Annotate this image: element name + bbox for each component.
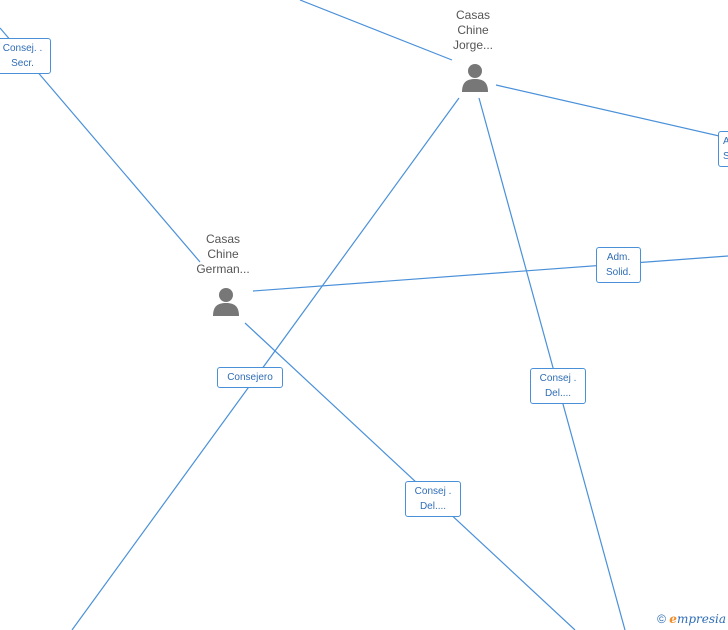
person-icon[interactable] xyxy=(459,61,491,93)
role-box-consejero[interactable]: Consejero xyxy=(217,367,283,388)
brand-name: mpresia xyxy=(676,612,726,626)
edge-jorge-to-bottom-left xyxy=(71,97,460,630)
brand-initial: e xyxy=(669,612,677,626)
person-name-line: German... xyxy=(196,262,250,276)
role-box-adm-solid[interactable]: Adm. Solid. xyxy=(596,247,641,283)
role-label-line: Secr. xyxy=(11,58,34,69)
edge-top-to-jorge xyxy=(299,0,453,61)
person-name-line: Casas xyxy=(205,232,240,246)
edge-german-to-bottom xyxy=(244,322,576,630)
role-label-line: Consejero xyxy=(227,372,273,383)
role-label-line: Del.... xyxy=(544,388,572,399)
role-label-line: Solid. xyxy=(605,267,631,278)
edge-jorge-to-bottom-right xyxy=(478,97,626,630)
role-box-right-edge[interactable]: A S xyxy=(718,131,728,167)
edge-jorge-to-right-role xyxy=(495,84,728,139)
edge-german-to-right xyxy=(252,255,728,292)
role-label-line: S xyxy=(723,151,728,162)
role-box-consej-del[interactable]: Consej . Del.... xyxy=(530,368,586,404)
role-label-line: Consej. . xyxy=(2,43,43,54)
person-name-line: Chine xyxy=(457,23,489,37)
role-box-consej-del[interactable]: Consej . Del.... xyxy=(405,481,461,517)
brand-logo: empresia xyxy=(669,612,726,626)
role-label-line: Adm. xyxy=(606,252,631,263)
copyright-symbol: © xyxy=(657,612,666,626)
person-name-jorge: Casas Chine Jorge... xyxy=(428,8,518,53)
person-name-german: Casas Chine German... xyxy=(178,232,268,277)
role-label-line: Consej . xyxy=(414,486,452,497)
role-label-line: Del.... xyxy=(419,501,447,512)
person-icon[interactable] xyxy=(210,285,242,317)
person-name-line: Jorge... xyxy=(452,38,494,52)
role-box-consej-secr[interactable]: Consej. . Secr. xyxy=(0,38,51,74)
role-label-line: Consej . xyxy=(539,373,577,384)
person-name-line: Casas xyxy=(455,8,490,22)
role-label-line: A xyxy=(723,136,728,147)
brand-watermark: © empresia xyxy=(657,612,726,626)
person-name-line: Chine xyxy=(207,247,239,261)
